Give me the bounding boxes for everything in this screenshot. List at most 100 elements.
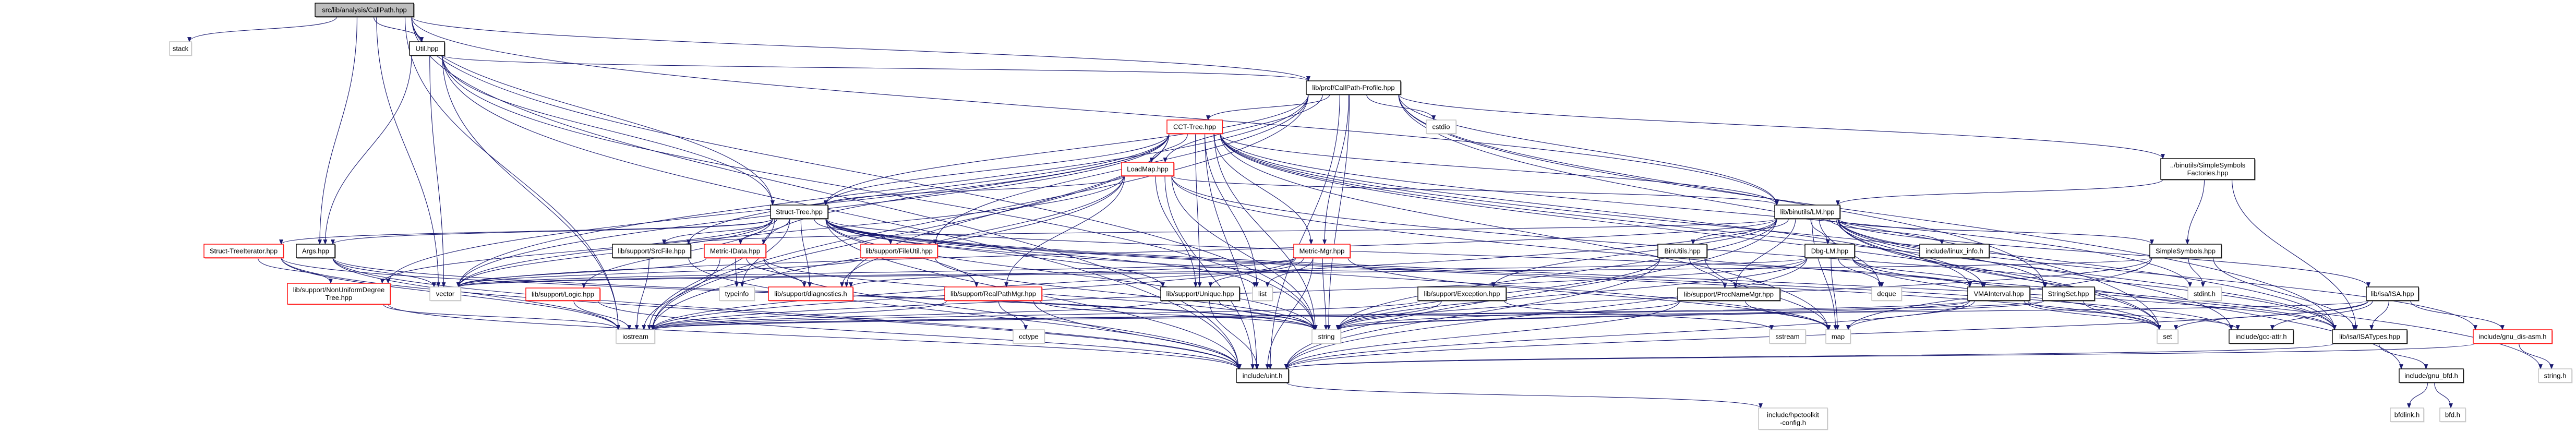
node-simplesym[interactable]: SimpleSymbols.hpp	[2149, 244, 2222, 259]
node-label: sstream	[1775, 333, 1799, 341]
edge-lm-to-exception	[1491, 218, 1777, 287]
node-disasm[interactable]: include/gnu_dis-asm.h	[2473, 329, 2553, 344]
node-label: include/uint.h	[1243, 372, 1283, 380]
node-sstream[interactable]: sstream	[1769, 329, 1807, 344]
edge-disasm-to-stringh	[2519, 343, 2554, 369]
edge-cct-to-uint	[1204, 133, 1259, 369]
node-gccattr[interactable]: include/gcc-attr.h	[2229, 329, 2294, 344]
node-stack[interactable]: stack	[169, 41, 192, 56]
node-list[interactable]: list	[1252, 286, 1273, 302]
node-box	[2473, 329, 2553, 344]
node-string[interactable]: string	[1311, 329, 1342, 344]
edge-lm-to-gnubfd	[1837, 218, 2403, 369]
node-procname[interactable]: lib/support/ProcNameMgr.hpp	[1677, 287, 1781, 302]
node-typeinfo[interactable]: typeinfo	[719, 286, 755, 302]
edge-structtree-to-structiter	[279, 218, 773, 245]
node-exception[interactable]: lib/support/Exception.hpp	[1417, 286, 1507, 302]
node-profile[interactable]: lib/prof/CallPath-Profile.hpp	[1306, 80, 1402, 95]
node-diag[interactable]: lib/support/diagnostics.h	[768, 286, 854, 302]
node-box	[1769, 329, 1806, 344]
edge-profile-to-loadmap	[1163, 94, 1323, 163]
node-set[interactable]: set	[2157, 329, 2179, 344]
node-label: lib/support/Unique.hpp	[1166, 290, 1234, 298]
edge-procname-to-map	[1744, 300, 1831, 330]
node-lm[interactable]: lib/binutils/LM.hpp	[1774, 205, 1841, 220]
node-cct[interactable]: CCT-Tree.hpp	[1166, 119, 1223, 135]
node-loadmap[interactable]: LoadMap.hpp	[1121, 162, 1175, 177]
node-root[interactable]: src/lib/analysis/CallPath.hpp	[315, 3, 415, 18]
edge-midata-to-typeinfo	[735, 257, 739, 287]
node-box	[409, 41, 445, 56]
edge-cct-to-stdint	[1220, 133, 2192, 287]
node-map[interactable]: map	[1825, 329, 1851, 344]
edge-simplesym-to-stdint	[2188, 257, 2205, 287]
node-unique[interactable]: lib/support/Unique.hpp	[1160, 286, 1241, 302]
edge-structtree-to-list	[825, 218, 1257, 287]
node-logic[interactable]: lib/support/Logic.hpp	[525, 287, 601, 302]
node-box	[1252, 286, 1273, 301]
node-box	[612, 244, 691, 258]
edge-exception-to-iostream	[651, 300, 1421, 330]
edge-metricmgr-to-string	[1322, 257, 1328, 330]
node-isa[interactable]: lib/isa/ISA.hpp	[2366, 286, 2419, 302]
node-structtree[interactable]: Struct-Tree.hpp	[770, 205, 829, 220]
node-box	[296, 244, 335, 258]
node-srcfile[interactable]: lib/support/SrcFile.hpp	[612, 244, 692, 259]
edge-midata-to-uint	[763, 257, 1241, 369]
node-iostream[interactable]: iostream	[616, 329, 656, 344]
node-gnubfd[interactable]: include/gnu_bfd.h	[2399, 368, 2464, 383]
node-box	[169, 41, 192, 56]
node-box	[1774, 205, 1840, 219]
node-metricmgr[interactable]: Metric-Mgr.hpp	[1293, 244, 1351, 259]
node-cctype[interactable]: cctype	[1013, 329, 1045, 344]
node-stringset[interactable]: StringSet.hpp	[2042, 286, 2096, 302]
node-hpcconfig[interactable]: include/hpctoolkit-config.h	[1758, 407, 1828, 430]
node-label: lib/support/diagnostics.h	[774, 290, 847, 298]
node-label: lib/support/FileUtil.hpp	[865, 247, 933, 255]
node-bfdlink[interactable]: bfdlink.h	[2390, 407, 2425, 423]
edge-gnubfd-to-bfdh	[2434, 382, 2453, 409]
node-dbglm[interactable]: Dbg-LM.hpp	[1804, 244, 1856, 259]
edge-metricmgr-to-vector	[456, 257, 1296, 287]
node-bfdh[interactable]: bfd.h	[2439, 407, 2466, 423]
node-realpath[interactable]: lib/support/RealPathMgr.hpp	[944, 286, 1043, 302]
node-vma[interactable]: VMAInterval.hpp	[1967, 286, 2031, 302]
edge-disasm-to-uint	[1284, 343, 2476, 369]
node-deque[interactable]: deque	[1871, 286, 1903, 302]
node-structiter[interactable]: Struct-TreeIterator.hpp	[203, 244, 284, 259]
edge-cct-to-string	[1214, 133, 1317, 330]
edge-root-to-vector	[376, 16, 441, 287]
node-cstdio[interactable]: cstdio	[1426, 119, 1457, 135]
edge-lm-to-isa	[1837, 218, 2370, 287]
node-label: lib/support/Exception.hpp	[1424, 290, 1500, 298]
node-args[interactable]: Args.hpp	[296, 244, 336, 259]
node-midata[interactable]: Metric-IData.hpp	[704, 244, 767, 259]
edge-root-to-stack	[187, 16, 338, 42]
node-fileutil[interactable]: lib/support/FileUtil.hpp	[860, 244, 938, 259]
edge-logic-to-iostream	[573, 300, 632, 330]
edges-layer	[187, 16, 2554, 409]
node-stringh[interactable]: string.h	[2538, 368, 2573, 383]
node-uint[interactable]: include/uint.h	[1236, 368, 1290, 383]
node-label: src/lib/analysis/CallPath.hpp	[322, 6, 407, 14]
node-stdint[interactable]: stdint.h	[2187, 286, 2222, 302]
node-binutils[interactable]: BinUtils.hpp	[1657, 244, 1708, 259]
node-box	[1657, 244, 1707, 258]
edge-isa-to-gccattr	[2270, 300, 2373, 330]
node-label: lib/support/Logic.hpp	[532, 291, 594, 298]
edge-cct-to-structtree	[824, 133, 1170, 206]
node-box	[1306, 80, 1401, 95]
edge-midata-to-vector	[456, 257, 707, 287]
node-isatypes[interactable]: lib/isa/ISATypes.hpp	[2332, 329, 2408, 344]
edge-cct-to-midata	[762, 133, 1170, 245]
edge-profile-to-uint	[1268, 94, 1340, 369]
node-linuxinfo[interactable]: include/linux_info.h	[1919, 244, 1990, 259]
edge-ssfact-to-lm	[1836, 179, 2163, 206]
node-util[interactable]: Util.hpp	[409, 41, 446, 56]
edge-root-to-profile	[411, 16, 1310, 81]
node-vector[interactable]: vector	[429, 286, 462, 302]
edge-gnubfd-to-bfdlink	[2407, 382, 2428, 409]
